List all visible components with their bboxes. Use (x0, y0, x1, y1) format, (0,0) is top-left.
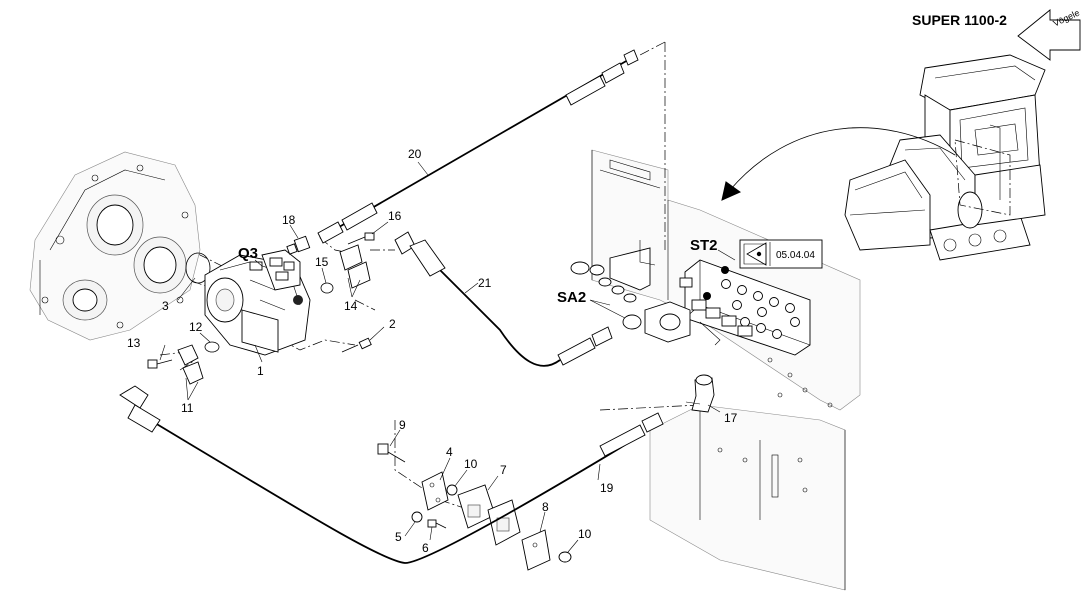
plugged-port (703, 292, 711, 300)
nut-10a (446, 484, 458, 496)
o-ring-3 (185, 252, 211, 284)
hose-20 (317, 49, 639, 244)
frame-panel (591, 149, 861, 591)
o-ring-12 (204, 341, 220, 353)
bolt-2 (341, 337, 372, 353)
model-header: SUPER 1100-2 Vögele (912, 8, 1081, 61)
paver-machine (844, 54, 1046, 261)
reference-label: 05.04.04 (776, 250, 815, 261)
callout-17: 17 (724, 411, 738, 425)
callout-6: 6 (422, 541, 429, 555)
hose-21 (394, 231, 613, 367)
plugged-port (721, 266, 729, 274)
elbow-fitting-17 (685, 374, 715, 413)
reference-box: 05.04.04 (739, 239, 823, 269)
hose-19 (119, 385, 664, 564)
callout-8: 8 (542, 500, 549, 514)
split-flange-11 (177, 344, 204, 385)
port-rings (721, 279, 800, 339)
fitting-18 (286, 235, 311, 255)
plate-4 (421, 471, 449, 511)
model-label: SUPER 1100-2 (912, 12, 1007, 28)
label-st2: ST2 (690, 237, 718, 254)
callout-3: 3 (162, 299, 169, 313)
callout-19: 19 (600, 481, 614, 495)
callout-16: 16 (388, 209, 402, 223)
direction-arrow (721, 127, 956, 201)
label-sa2: SA2 (557, 289, 586, 306)
block-fittings (679, 277, 753, 346)
callout-18: 18 (282, 213, 296, 227)
callout-7: 7 (500, 463, 507, 477)
nut-10b (558, 551, 572, 563)
bolt-13 (147, 359, 173, 369)
bolt-9 (377, 443, 406, 463)
callout-11: 11 (181, 401, 194, 415)
split-flange-14 (339, 244, 371, 289)
bracket-sa2 (570, 240, 691, 343)
callout-12: 12 (189, 320, 203, 334)
callout-5: 5 (395, 530, 402, 544)
bolt-6 (427, 519, 447, 529)
callout-10-lower: 10 (578, 527, 592, 541)
callout-20: 20 (408, 147, 422, 161)
o-ring-15 (320, 282, 334, 294)
callout-10-upper: 10 (464, 457, 478, 471)
washer-5 (411, 511, 423, 523)
label-q3: Q3 (238, 245, 258, 262)
callout-9: 9 (399, 418, 406, 432)
eye-icon (756, 251, 762, 257)
gear-housing (29, 151, 201, 341)
hydraulic-pump (204, 249, 311, 356)
callout-13: 13 (127, 336, 141, 350)
callout-4: 4 (446, 445, 453, 459)
callout-14: 14 (344, 299, 358, 313)
callout-2: 2 (389, 317, 396, 331)
callout-numbers: 1 2 3 4 5 6 7 8 9 10 10 11 12 13 14 15 1… (127, 147, 738, 555)
plate-8 (521, 529, 551, 571)
leader-lines (159, 161, 736, 553)
bolt-16 (347, 232, 375, 245)
brand-arrow (1017, 9, 1081, 61)
callout-15: 15 (315, 255, 329, 269)
callout-21: 21 (478, 276, 492, 290)
callout-1: 1 (257, 364, 264, 378)
